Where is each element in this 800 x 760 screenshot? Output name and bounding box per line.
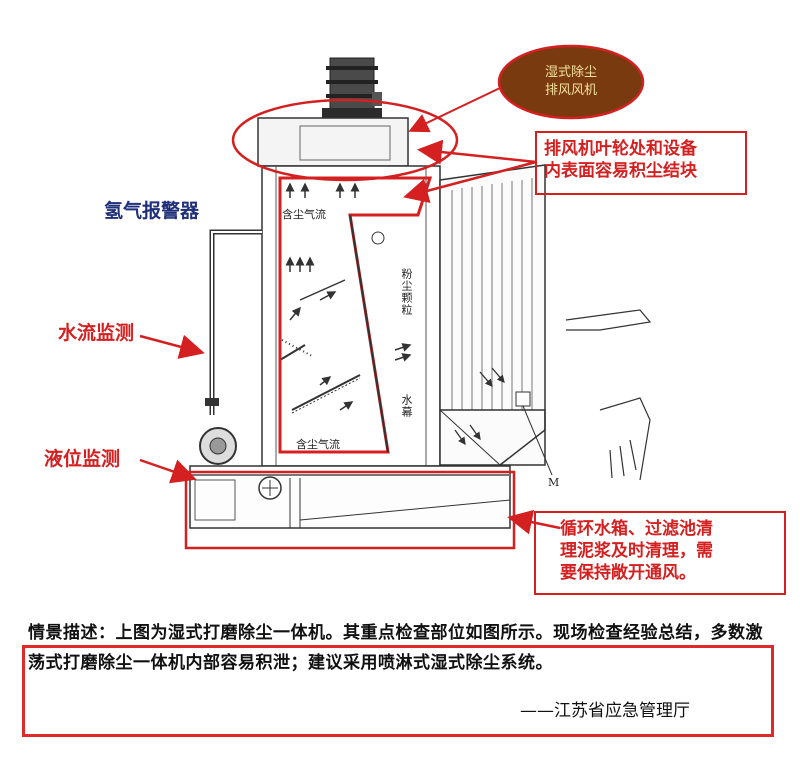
marker-m-label: M (548, 476, 560, 489)
fan-housing (257, 117, 409, 167)
description-frame (22, 645, 774, 737)
water-tank (189, 465, 511, 529)
dust-particles-label: 粉尘颗粒 (400, 268, 413, 316)
water-curtain-label: 水幕 (400, 394, 413, 418)
fan-highlight-ellipse (231, 98, 459, 182)
tank-note-box (534, 511, 786, 595)
fan-ellipse-label: 湿式除尘 排风风机 (544, 65, 597, 98)
fan-label-ellipse (497, 44, 645, 120)
dust-airflow-top-label: 含尘气流 (282, 208, 326, 221)
fan-motor (322, 57, 382, 118)
tank-note-label: 循环水箱、过滤池清 理泥浆及时清理，需 要保持敞开通风。 (560, 519, 713, 583)
description-source: ——江苏省应急管理厅 (520, 701, 690, 721)
liquid-level-label: 液位监测 (44, 448, 121, 470)
scenario-description: 情景描述：上图为湿式打磨除尘一体机。其重点检查部位如图所示。现场检查经验总结，多… (28, 623, 763, 673)
diagram-stage: 湿式除尘 排风风机 排风机叶轮处和设备 内表面容易积尘结块 氢气报警器 水流监测… (44, 44, 786, 595)
hydrogen-alarm-label: 氢气报警器 (104, 200, 200, 222)
equipment-drawing (139, 44, 786, 595)
water-flow-label: 水流监测 (58, 322, 135, 344)
dust-airflow-bottom-label: 含尘气流 (296, 438, 340, 451)
fan-note-label: 排风机叶轮处和设备 内表面容易积尘结块 (544, 139, 697, 181)
